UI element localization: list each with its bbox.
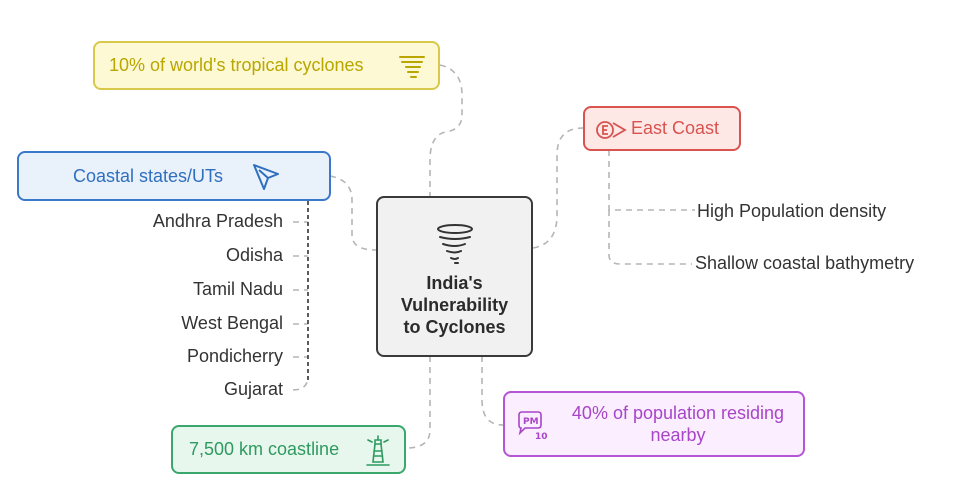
svg-text:PM: PM <box>523 417 539 427</box>
center-title-line-2: Vulnerability <box>400 294 509 315</box>
connector-coastal <box>329 175 377 251</box>
coastline-label: 7,500 km coastline <box>189 439 340 459</box>
connector-east-item-1 <box>608 150 695 211</box>
east-coast-label: East Coast <box>631 118 720 138</box>
arrow-cursor-icon <box>251 162 281 192</box>
tornado-icon <box>398 53 426 81</box>
population-label-line-2: nearby <box>650 425 706 445</box>
connector-state-6 <box>292 375 309 391</box>
center-title-line-1: India's <box>426 272 483 293</box>
cyclones-node[interactable]: 10% of world's tropical cyclones <box>93 41 440 90</box>
connector-population <box>481 356 504 426</box>
state-item-2: Odisha <box>225 245 283 265</box>
east-coast-item-1: High Population density <box>697 201 887 221</box>
state-item-1: Andhra Pradesh <box>152 211 283 231</box>
state-item-5: Pondicherry <box>186 346 283 366</box>
coastal-label: Coastal states/UTs <box>73 165 224 186</box>
population-node[interactable]: PM 10 40% of population residing nearby <box>503 391 805 457</box>
connector-coastline <box>405 356 431 449</box>
currency-fish-icon <box>595 119 627 141</box>
east-coast-item-2: Shallow coastal bathymetry <box>695 253 915 273</box>
state-item-4: West Bengal <box>181 313 283 333</box>
state-item-3: Tamil Nadu <box>192 279 283 299</box>
lighthouse-icon <box>364 435 392 467</box>
state-item-6: Gujarat <box>223 379 283 399</box>
connector-east-item-2 <box>608 210 692 265</box>
svg-text:10: 10 <box>535 432 548 441</box>
connector-east <box>532 127 584 249</box>
east-coast-node[interactable]: East Coast <box>583 106 741 151</box>
center-node[interactable]: India's Vulnerability to Cyclones <box>376 196 533 357</box>
pm10-icon: PM 10 <box>515 411 549 441</box>
population-label-line-1: 40% of population residing <box>571 403 785 423</box>
coastal-node[interactable]: Coastal states/UTs <box>17 151 331 201</box>
coastline-node[interactable]: 7,500 km coastline <box>171 425 406 474</box>
tornado-icon <box>433 222 477 266</box>
cyclones-label: 10% of world's tropical cyclones <box>109 55 364 75</box>
center-title-line-3: to Cyclones <box>403 316 506 337</box>
